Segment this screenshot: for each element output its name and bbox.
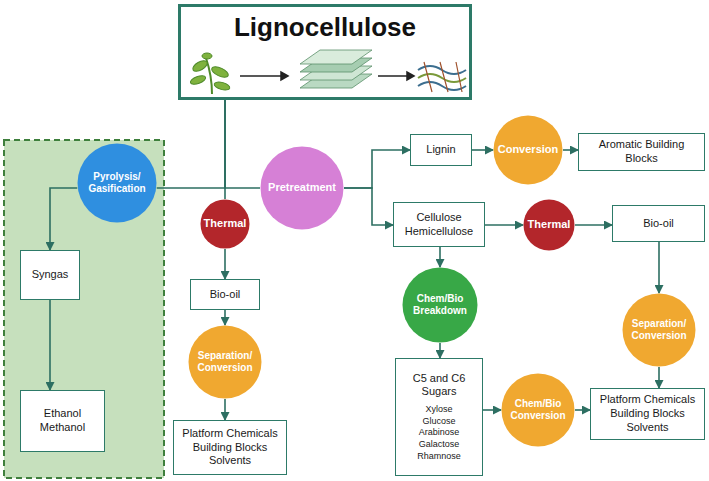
- flow-connector: [157, 100, 225, 188]
- box-label: Bio-oil: [643, 217, 674, 231]
- circle-fill: [201, 200, 250, 249]
- process-circle: Separation/ Conversion: [622, 293, 696, 367]
- process-circle: Thermal: [523, 199, 575, 251]
- product-box: Aromatic Building Blocks: [578, 133, 705, 171]
- product-box: Lignin: [410, 134, 472, 166]
- circle-fill: [78, 144, 157, 223]
- flow-connector: [472, 149, 493, 151]
- flow-connector: [658, 367, 660, 388]
- flow-connector: [575, 224, 612, 226]
- box-label: Xylose: [425, 404, 452, 416]
- circle-fill: [623, 294, 696, 367]
- sugar-list-box: C5 and C6 SugarsXyloseGlucoseArabinoseGa…: [395, 358, 483, 476]
- process-label: Pretreatment: [268, 181, 336, 194]
- process-circle: Thermal: [200, 199, 250, 249]
- process-circle: Pyrolysis/ Gasification: [77, 143, 157, 223]
- circle-fill: [524, 200, 575, 251]
- box-label: Platform Chemicals Building Blocks Solve…: [179, 427, 281, 468]
- circle-fill: [502, 374, 575, 447]
- product-box: Syngas: [20, 250, 80, 300]
- process-circle: Chem/Bio Breakdown: [402, 267, 478, 343]
- process-label: Thermal: [204, 217, 247, 230]
- flow-connector: [439, 247, 441, 267]
- process-circle: Separation/ Conversion: [188, 325, 262, 399]
- circle-fill: [494, 116, 563, 185]
- flow-connector: [50, 188, 77, 250]
- plant-illustration: [189, 53, 230, 94]
- box-label: Bio-oil: [210, 288, 241, 302]
- cell-wall-layers: [300, 50, 372, 88]
- box-label: C5 and C6 Sugars: [401, 372, 477, 400]
- flow-connector: [563, 149, 578, 151]
- flow-connector: [575, 409, 590, 411]
- process-circle: Conversion: [493, 115, 563, 185]
- fibre-strands: [418, 62, 466, 92]
- process-label: Separation/ Conversion: [626, 318, 692, 342]
- process-circle: Pretreatment: [260, 146, 344, 230]
- flow-connector: [224, 249, 226, 279]
- circle-fill: [189, 326, 262, 399]
- gasification-region: [4, 140, 164, 478]
- box-label: Lignin: [426, 143, 455, 157]
- box-label: Cellulose Hemicellulose: [399, 211, 479, 239]
- process-label: Chem/Bio Conversion: [505, 398, 571, 422]
- box-label: Syngas: [32, 268, 69, 282]
- circle-fill: [261, 147, 344, 230]
- box-label: Aromatic Building Blocks: [584, 138, 699, 166]
- process-label: Separation/ Conversion: [192, 350, 258, 374]
- process-label: Thermal: [528, 218, 571, 231]
- flow-connector: [224, 399, 226, 420]
- flow-connector: [658, 242, 660, 293]
- flow-connector: [224, 310, 226, 325]
- box-label: Galactose: [419, 439, 460, 451]
- flow-connector: [483, 409, 501, 411]
- box-label: Glucose: [422, 416, 455, 428]
- flow-connector: [49, 300, 51, 390]
- product-box: Platform Chemicals Building Blocks Solve…: [590, 388, 705, 440]
- circle-fill: [403, 268, 478, 343]
- process-label: Chem/Bio Breakdown: [406, 293, 474, 317]
- flow-connector: [344, 188, 393, 225]
- product-box: Ethanol Methanol: [20, 390, 105, 452]
- flow-connector: [225, 100, 260, 188]
- flow-connector: [439, 343, 441, 358]
- flow-connector: [485, 224, 523, 226]
- process-label: Conversion: [498, 143, 559, 156]
- diagram-heading: Lignocellulose: [234, 11, 416, 44]
- product-box: Platform Chemicals Building Blocks Solve…: [173, 420, 287, 475]
- product-box: Bio-oil: [190, 279, 260, 310]
- process-circle: Chem/Bio Conversion: [501, 373, 575, 447]
- box-label: Ethanol Methanol: [26, 407, 99, 435]
- box-label: Platform Chemicals Building Blocks Solve…: [596, 393, 699, 434]
- source-box: Lignocellulose: [178, 4, 472, 100]
- product-box: Cellulose Hemicellulose: [393, 202, 485, 247]
- product-box: Bio-oil: [612, 205, 705, 242]
- box-label: Rhamnose: [417, 451, 461, 463]
- flow-connector: [344, 150, 410, 188]
- process-label: Pyrolysis/ Gasification: [81, 171, 153, 195]
- box-label: Arabinose: [419, 427, 460, 439]
